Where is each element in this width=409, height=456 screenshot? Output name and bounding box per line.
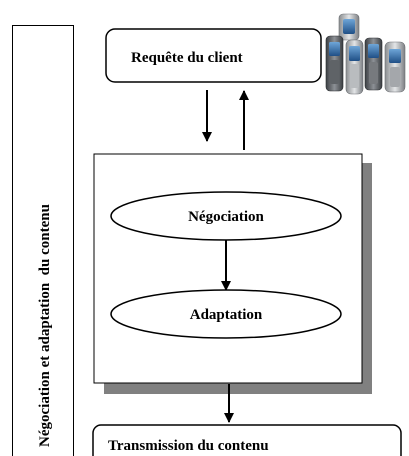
side-label: Négociation et adaptation du contenu [37,204,53,447]
client-request-box: Requête du client [105,28,322,83]
flip-phone-icon [338,13,360,41]
side-label-box: Négociation et adaptation du contenu [12,25,74,456]
client-request-label: Requête du client [131,50,243,66]
transmission-label: Transmission du contenu [108,438,269,454]
adaptation-label: Adaptation [190,307,263,323]
phone-icon-black [325,35,344,92]
adaptation-node: Adaptation [110,289,342,339]
phone-icon-silver [345,39,364,95]
phone-icon-grey [364,37,383,91]
negotiation-label: Négociation [188,209,264,225]
phone-icon-side [384,41,406,93]
negotiation-node: Négociation [110,191,342,241]
process-box [93,153,372,394]
transmission-box: Transmission du contenu [92,424,402,456]
mobile-phones-image [325,13,406,95]
